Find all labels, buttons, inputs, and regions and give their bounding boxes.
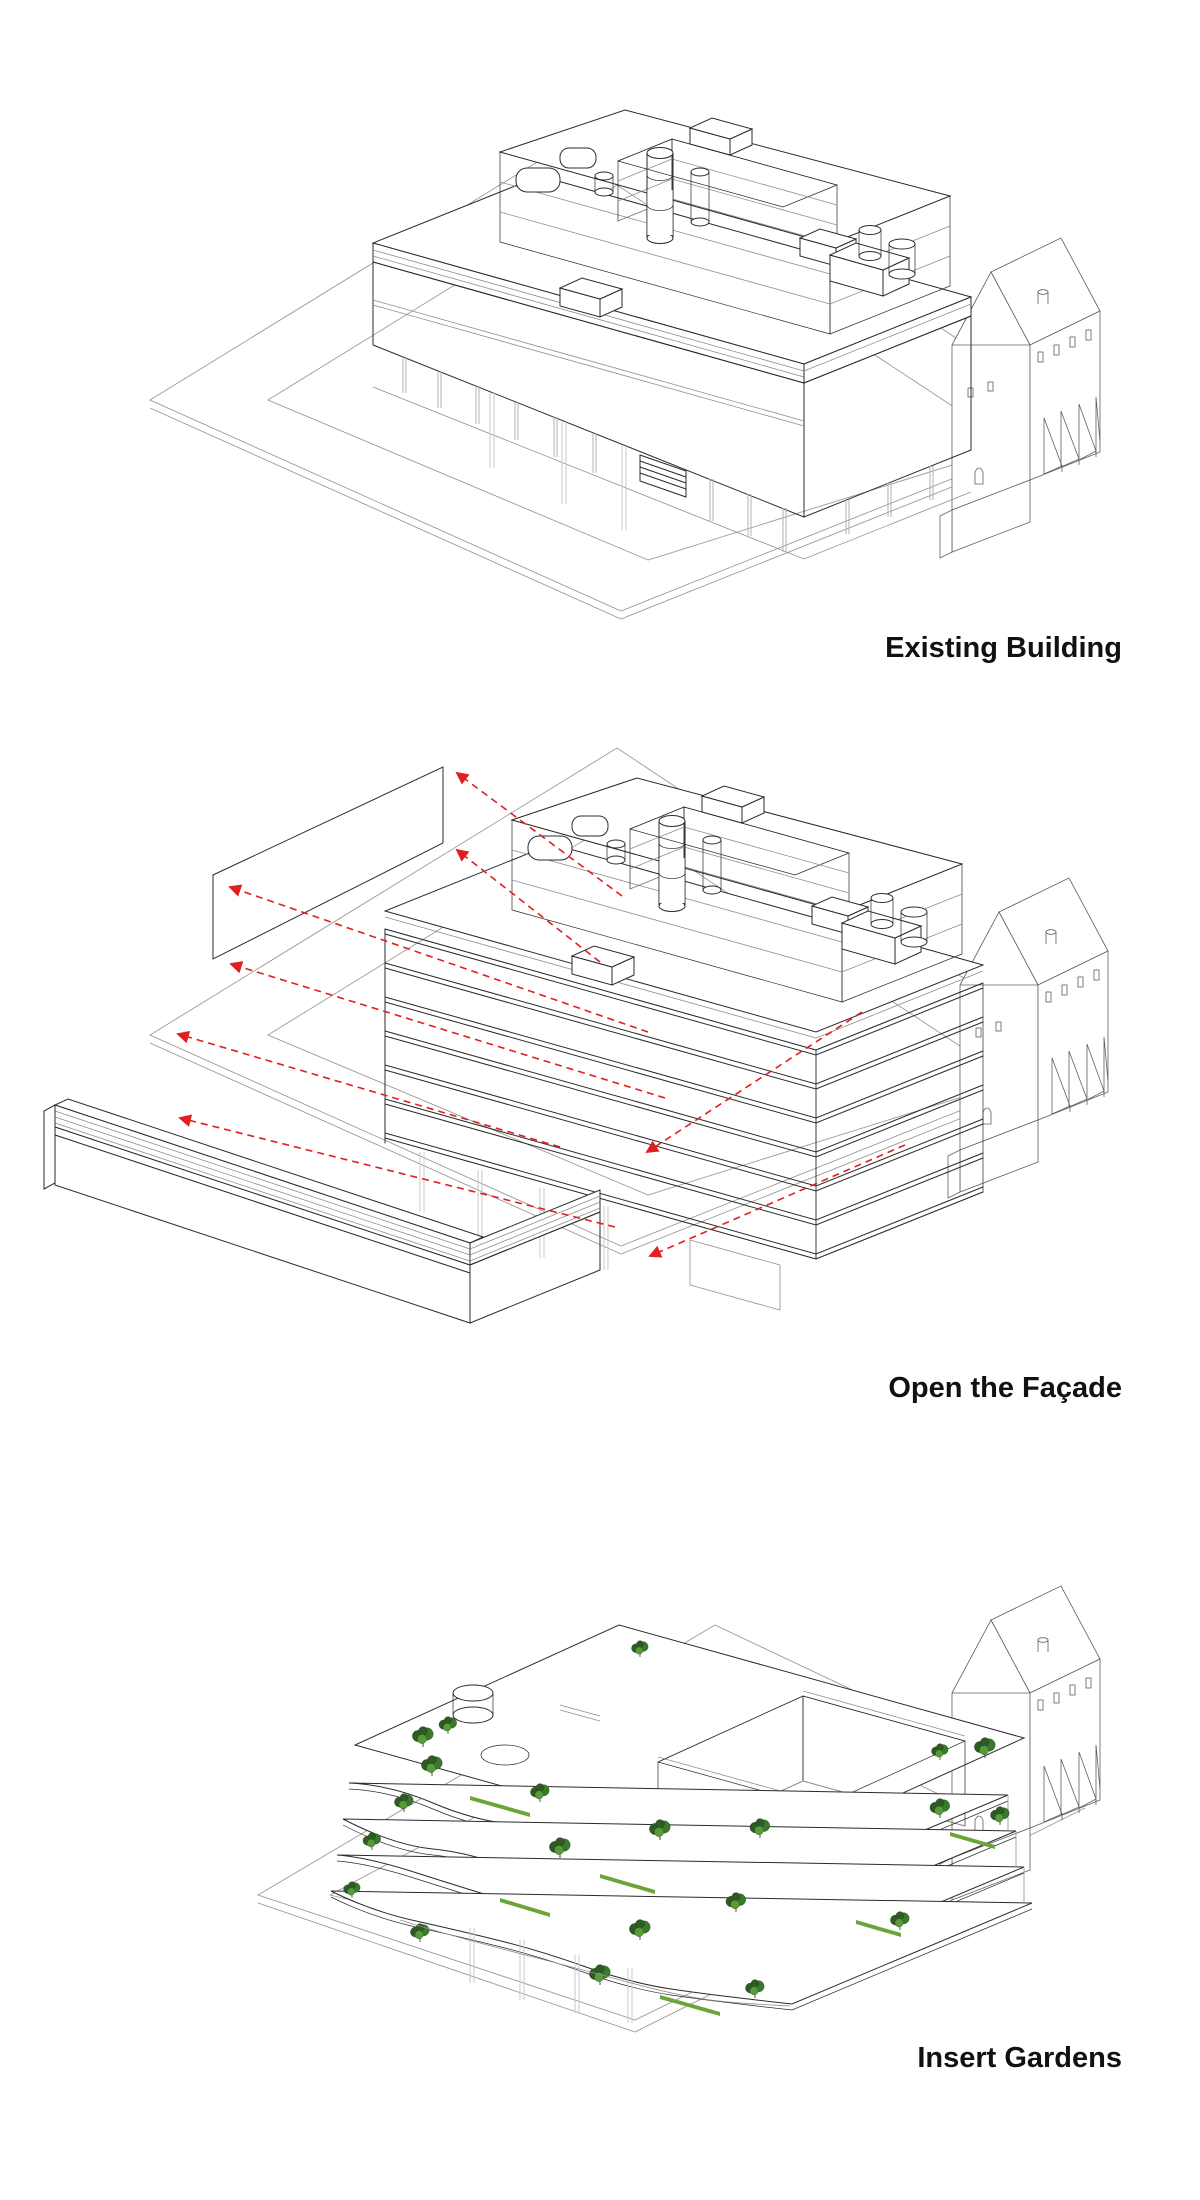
dentil-course [54,1126,471,1274]
ground-floor-pilotis [372,357,972,560]
open-facade-drawing [43,747,1109,1324]
displacement-arrow [229,961,666,1099]
step-label-existing-building: Existing Building [885,632,1122,664]
column-grid-right [815,982,984,1260]
opened-building [383,777,985,1311]
garden-terraces [330,1782,1033,2011]
displacement-arrow [176,1030,561,1148]
displacement-arrow [645,1011,863,1154]
displacement-arrow [228,884,649,1033]
garden-building [330,1624,1033,2023]
detached-facade [43,1098,601,1324]
existing-building-drawing [149,109,1101,620]
roof-path [559,1704,601,1722]
roof-pond [480,1744,530,1766]
neighbor-building [939,237,1101,559]
floating-facade-plane [212,766,444,960]
entrance [639,454,687,498]
insert-gardens-drawing [256,1585,1101,2033]
right-facade-window-grid [803,315,972,518]
step-label-insert-gardens: Insert Gardens [917,2042,1122,2074]
displacement-arrow [455,771,623,897]
detached-facade-top [53,1098,485,1244]
main-roof [383,843,985,1033]
ground-floor [399,1919,791,2023]
displacement-arrow [455,848,601,963]
neighbor-building [947,877,1109,1199]
roof-cylinder [452,1684,494,1724]
mid-cornice [372,299,805,427]
displacement-arrow [648,1144,906,1258]
displacement-arrows [176,771,906,1258]
step-label-open-the-facade: Open the Façade [888,1372,1122,1404]
terrace-planters [470,1796,995,2016]
floor-slabs [384,928,984,1260]
main-building [371,109,973,560]
displacement-arrow [178,1114,616,1228]
